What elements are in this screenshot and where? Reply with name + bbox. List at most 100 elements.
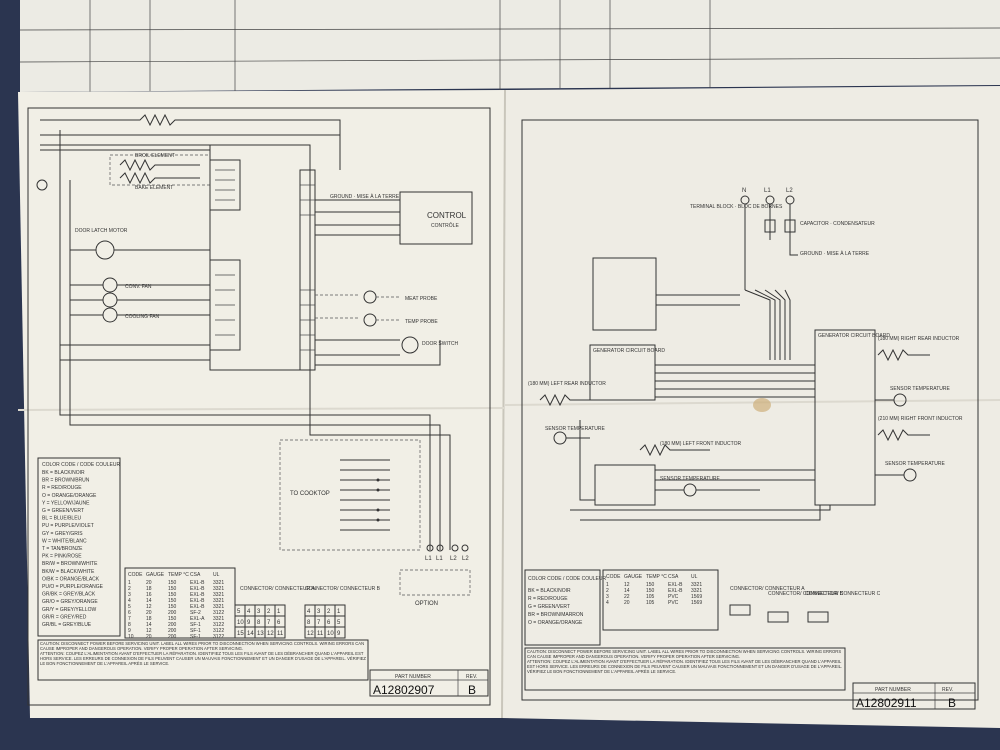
gauge-cell: 150	[168, 604, 177, 610]
left-attention: ATTENTION: COUPEZ L'ALIMENTATION AVANT D…	[40, 651, 366, 666]
gauge-header: CSA	[190, 572, 201, 578]
svg-text:DOOR LATCH MOTOR: DOOR LATCH MOTOR	[75, 228, 128, 234]
svg-text:SENSOR TEMPERATURE: SENSOR TEMPERATURE	[545, 426, 605, 432]
color-code-entry: G = GREEN/VERT	[528, 604, 570, 610]
connector-pin-label: 1	[277, 609, 281, 615]
gauge-cell: 200	[168, 628, 177, 634]
connector-pin-cell	[334, 626, 346, 639]
gauge-cell: 6	[128, 610, 131, 616]
svg-text:L2: L2	[462, 556, 469, 562]
gauge-cell: 150	[168, 598, 177, 604]
color-code-entry: GR/R = GREY/RED	[42, 614, 87, 620]
svg-text:CAPACITOR · CONDENSATEUR: CAPACITOR · CONDENSATEUR	[800, 221, 875, 227]
connector-pin-cell	[274, 626, 286, 639]
connector-pin-label: 8	[257, 620, 261, 626]
svg-text:CONTRÔLE: CONTRÔLE	[431, 222, 459, 229]
color-code-entry: R = RED/ROUGE	[42, 485, 82, 491]
color-code-entry: BK = BLACK/NOIR	[42, 470, 85, 476]
gauge-cell: 2	[606, 588, 609, 594]
gauge-header: CODE	[606, 574, 621, 580]
gauge-cell: 18	[146, 616, 152, 622]
connector-pin-label: 13	[257, 631, 264, 637]
svg-text:CONNECTOR/ CONNECTEUR A: CONNECTOR/ CONNECTEUR A	[730, 586, 805, 592]
color-code-entry: Y = YELLOW/JAUNE	[42, 500, 90, 506]
gauge-header: UL	[691, 574, 698, 580]
svg-text:COLOR CODE / CODE COULEUR: COLOR CODE / CODE COULEUR	[42, 462, 120, 468]
svg-text:GROUND · MISE À LA TERRE: GROUND · MISE À LA TERRE	[800, 250, 870, 257]
gauge-cell: 14	[146, 598, 152, 604]
color-code-entry: BR = BROWN/BRUN	[42, 478, 90, 484]
gauge-cell: EXL-B	[190, 592, 205, 598]
gauge-cell: 3321	[213, 598, 224, 604]
connector-pin-label: 3	[317, 609, 321, 615]
svg-text:L1: L1	[436, 556, 443, 562]
gauge-cell: 3321	[213, 586, 224, 592]
connector-pin-label: 2	[267, 609, 271, 615]
color-code-entry: PU/O = PURPLE/ORANGE	[42, 584, 104, 590]
gauge-cell: 3321	[213, 604, 224, 610]
gauge-cell: 18	[146, 586, 152, 592]
connector-pin-label: 10	[327, 631, 334, 637]
connector-pin-label: 8	[307, 620, 311, 626]
gauge-cell: 3321	[213, 592, 224, 598]
gauge-cell: 4	[128, 598, 131, 604]
left-diagram: BROIL ELEMENT BAKE ELEMENT GROUND · MISE…	[27, 107, 491, 706]
svg-text:BAKE ELEMENT: BAKE ELEMENT	[135, 185, 173, 191]
connector-pin-label: 5	[237, 609, 241, 615]
color-code-entry: O = ORANGE/ORANGE	[528, 620, 583, 626]
right-diagram: TERMINAL BLOCK · BLOC DE BORNES N L1 L2 …	[521, 119, 979, 710]
gauge-cell: 1	[128, 580, 131, 586]
right-sheet	[502, 86, 1000, 728]
connector-pin-label: 5	[337, 620, 341, 626]
gauge-cell: 20	[146, 580, 152, 586]
gauge-cell: 20	[146, 634, 152, 640]
left-part-number: A12802907	[373, 683, 435, 697]
connector-pin-label: 9	[247, 620, 251, 626]
connector-pin-label: 14	[247, 631, 254, 637]
gauge-header: UL	[213, 572, 220, 578]
color-code-entry: BR/W = BROWN/WHITE	[42, 561, 98, 567]
gauge-cell: 12	[146, 628, 152, 634]
svg-text:L2: L2	[786, 188, 793, 194]
connector-pin-label: 2	[327, 609, 331, 615]
gauge-cell: 20	[624, 600, 630, 606]
gauge-cell: 10	[128, 634, 134, 640]
svg-text:L2: L2	[450, 556, 457, 562]
gauge-cell: 14	[624, 588, 630, 594]
color-code-entry: BL = BLUE/BLEU	[42, 516, 82, 522]
gauge-cell: 200	[168, 622, 177, 628]
gauge-cell: 3122	[213, 634, 224, 640]
gauge-cell: EXL-B	[190, 604, 205, 610]
svg-text:TO COOKTOP: TO COOKTOP	[290, 491, 330, 497]
svg-text:CONNECTOR/ CONNECTEUR C: CONNECTOR/ CONNECTEUR C	[805, 591, 881, 597]
gauge-cell: 105	[646, 594, 655, 600]
left-sheet	[18, 90, 505, 718]
connector-pin-label: 7	[317, 620, 321, 626]
gauge-cell: 22	[624, 594, 630, 600]
svg-text:CONNECTOR/ CONNECTEUR A: CONNECTOR/ CONNECTEUR A	[240, 586, 315, 592]
color-code-entry: G = GREEN/VERT	[42, 508, 84, 514]
color-code-entry: W = WHITE/BLANC	[42, 538, 87, 544]
gauge-cell: 7	[128, 616, 131, 622]
gauge-cell: 4	[606, 600, 609, 606]
gauge-cell: 1569	[691, 594, 702, 600]
svg-text:GENERATOR CIRCUIT BOARD: GENERATOR CIRCUIT BOARD	[818, 333, 890, 339]
connector-pin-label: 4	[247, 609, 251, 615]
gauge-cell: 16	[146, 592, 152, 598]
color-code-entry: PK = PINK/ROSE	[42, 554, 82, 560]
gauge-cell: 150	[646, 588, 655, 594]
svg-text:REV.: REV.	[942, 687, 953, 693]
gauge-cell: SF-2	[190, 610, 201, 616]
gauge-cell: EXL-B	[190, 586, 205, 592]
gauge-cell: 3	[128, 592, 131, 598]
gauge-cell: 1569	[691, 600, 702, 606]
color-code-entry: BK = BLACK/NOIR	[528, 588, 571, 594]
gauge-cell: 3321	[691, 582, 702, 588]
connector-pin-label: 6	[327, 620, 331, 626]
gauge-cell: EXL-B	[668, 582, 683, 588]
svg-text:PART NUMBER: PART NUMBER	[395, 674, 431, 680]
svg-text:CONNECTOR/ CONNECTEUR B: CONNECTOR/ CONNECTEUR B	[305, 586, 381, 592]
gauge-cell: 2	[128, 586, 131, 592]
stain	[753, 398, 771, 412]
